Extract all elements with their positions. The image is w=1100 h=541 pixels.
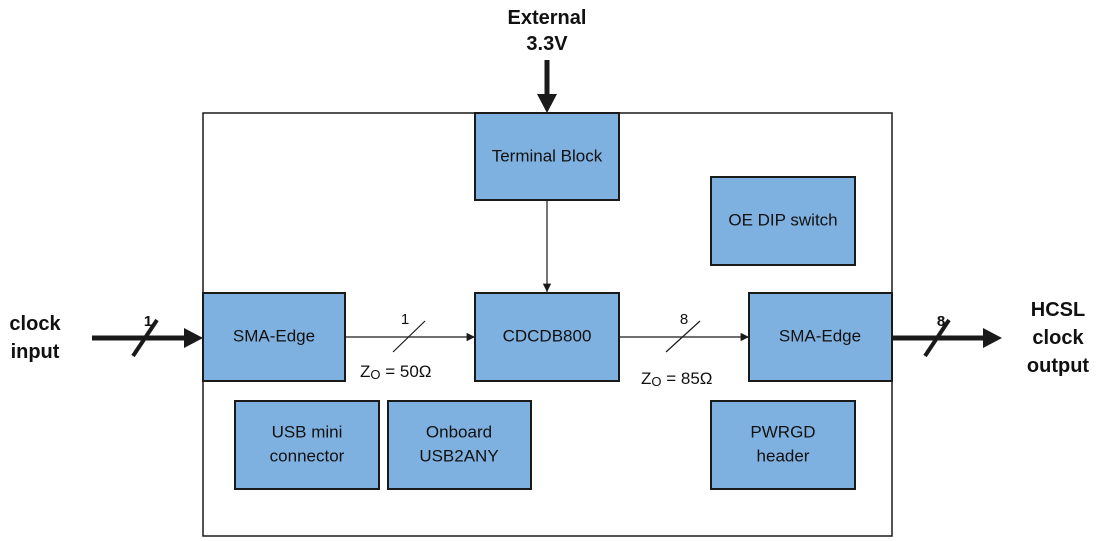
usb2any-label-line2: USB2ANY bbox=[419, 446, 498, 465]
clock-input-bus-width: 1 bbox=[144, 313, 152, 330]
cdcdb800-label: CDCDB800 bbox=[503, 326, 592, 345]
external-supply-label-line1: External bbox=[508, 7, 587, 29]
input-link-bus-slash bbox=[392, 320, 426, 353]
external-supply-label-line2: 3.3V bbox=[526, 33, 568, 55]
clock-output-bus-width: 8 bbox=[937, 313, 945, 330]
pwrgd-header-block: PWRGD header bbox=[710, 400, 856, 490]
pwrgd-label-line1: PWRGD bbox=[750, 422, 815, 441]
terminal-block-label: Terminal Block bbox=[492, 146, 603, 165]
clock-input-bus-slash bbox=[131, 318, 159, 358]
output-link-bus-slash bbox=[665, 320, 701, 353]
clock-input-arrow-head bbox=[184, 328, 203, 348]
input-link-bus-width: 1 bbox=[401, 311, 409, 328]
clock-input-label-line2: input bbox=[11, 341, 60, 363]
clock-output-label-line2: clock bbox=[1032, 327, 1084, 349]
oe-dip-switch-label: OE DIP switch bbox=[728, 210, 837, 229]
output-link-impedance: ZO = 85Ω bbox=[641, 369, 713, 389]
input-link-impedance: ZO = 50Ω bbox=[360, 362, 432, 382]
usb-mini-label-line2: connector bbox=[270, 446, 345, 465]
usb2any-label-line1: Onboard bbox=[426, 422, 492, 441]
clock-output-arrow-head bbox=[983, 328, 1002, 348]
sma-edge-output-block: SMA-Edge bbox=[748, 292, 893, 382]
clock-output-bus-slash bbox=[923, 318, 951, 358]
pwrgd-label-line2: header bbox=[757, 446, 810, 465]
clock-output-label-line3: output bbox=[1027, 355, 1090, 377]
usb-mini-connector-block: USB mini connector bbox=[234, 400, 380, 490]
terminal-block: Terminal Block bbox=[474, 112, 620, 201]
cdcdb800-block: CDCDB800 bbox=[474, 292, 620, 382]
clock-output-label-line1: HCSL bbox=[1031, 299, 1085, 321]
external-supply-arrow-head bbox=[537, 94, 557, 113]
clock-input-label-line1: clock bbox=[9, 313, 61, 335]
sma-edge-output-label: SMA-Edge bbox=[779, 326, 861, 345]
onboard-usb2any-block: Onboard USB2ANY bbox=[387, 400, 532, 490]
sma-edge-input-block: SMA-Edge bbox=[202, 292, 346, 382]
output-link-bus-width: 8 bbox=[680, 311, 688, 328]
oe-dip-switch-block: OE DIP switch bbox=[710, 176, 856, 266]
usb-mini-label-line1: USB mini bbox=[272, 422, 343, 441]
sma-edge-input-label: SMA-Edge bbox=[233, 326, 315, 345]
